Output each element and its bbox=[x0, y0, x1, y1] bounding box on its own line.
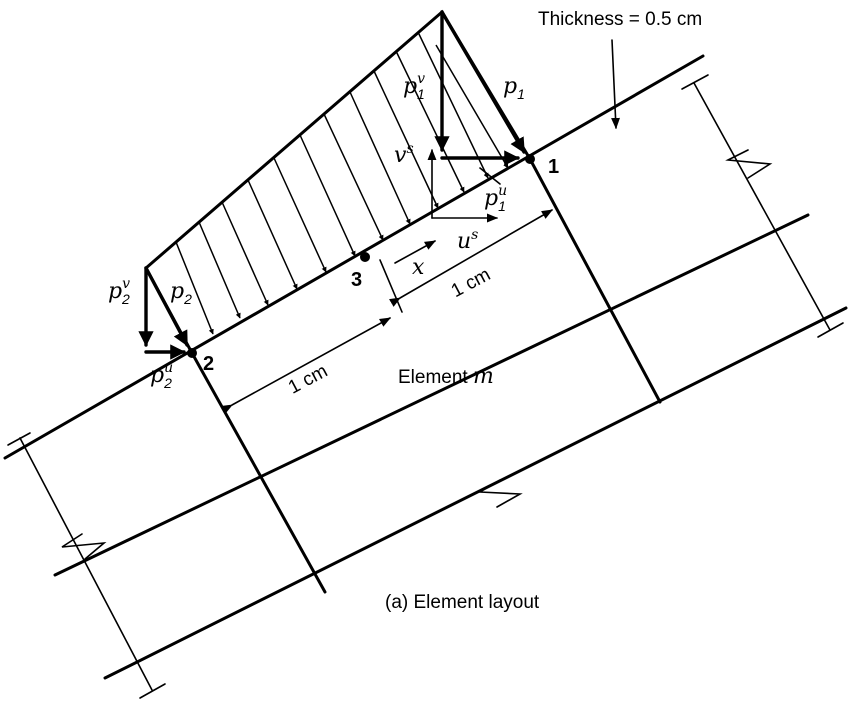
node-3-dot bbox=[360, 252, 370, 262]
left-extent-line bbox=[19, 437, 153, 691]
element-left-edge bbox=[190, 351, 327, 594]
dim-label-b: 1 cm bbox=[448, 264, 494, 302]
node-1-dot bbox=[525, 154, 535, 164]
p1-resultant-arrow bbox=[440, 10, 526, 154]
top-boundary-line bbox=[3, 54, 705, 460]
dim-label-a: 1 cm bbox=[285, 361, 331, 399]
thickness-label: Thickness = 0.5 cm bbox=[538, 9, 702, 30]
element-right-edge bbox=[528, 157, 662, 404]
left-extent-tick-top bbox=[7, 432, 31, 446]
bottom-boundary-line bbox=[103, 306, 848, 680]
us-label: us bbox=[457, 227, 478, 254]
right-extent-tick-bottom bbox=[817, 322, 844, 338]
node-2-dot bbox=[187, 348, 197, 358]
dim-tick-node3 bbox=[379, 259, 403, 313]
vs-label: vs bbox=[394, 141, 414, 168]
caption-label: (a) Element layout bbox=[385, 592, 540, 613]
right-extent-line bbox=[693, 82, 831, 331]
left-extent-tick-bottom bbox=[139, 683, 166, 699]
p2-label: p2 bbox=[170, 279, 192, 307]
p1-label: p1 bbox=[503, 74, 525, 102]
element-label: Element m bbox=[398, 364, 494, 389]
thickness-pointer-arrow bbox=[611, 39, 621, 130]
node-1-label: 1 bbox=[548, 156, 559, 178]
left-break-symbol bbox=[61, 533, 107, 560]
element-label-var: m bbox=[473, 364, 494, 389]
middle-boundary-line bbox=[53, 213, 810, 577]
p2-resultant-arrow bbox=[144, 266, 189, 347]
bottom-break-symbol bbox=[477, 479, 523, 508]
node-3-label: 3 bbox=[351, 269, 362, 291]
x-axis-label: x bbox=[412, 255, 425, 280]
node-2-label: 2 bbox=[203, 353, 214, 375]
right-break-symbol bbox=[725, 149, 773, 179]
load-hatch-arrows bbox=[175, 31, 509, 335]
element-label-text: Element bbox=[398, 367, 473, 388]
right-extent-tick-top bbox=[681, 74, 709, 90]
p1u-leader-line bbox=[479, 167, 501, 185]
dim-line-3-to-1 bbox=[389, 209, 553, 307]
dim-line-2-to-3 bbox=[221, 317, 391, 414]
